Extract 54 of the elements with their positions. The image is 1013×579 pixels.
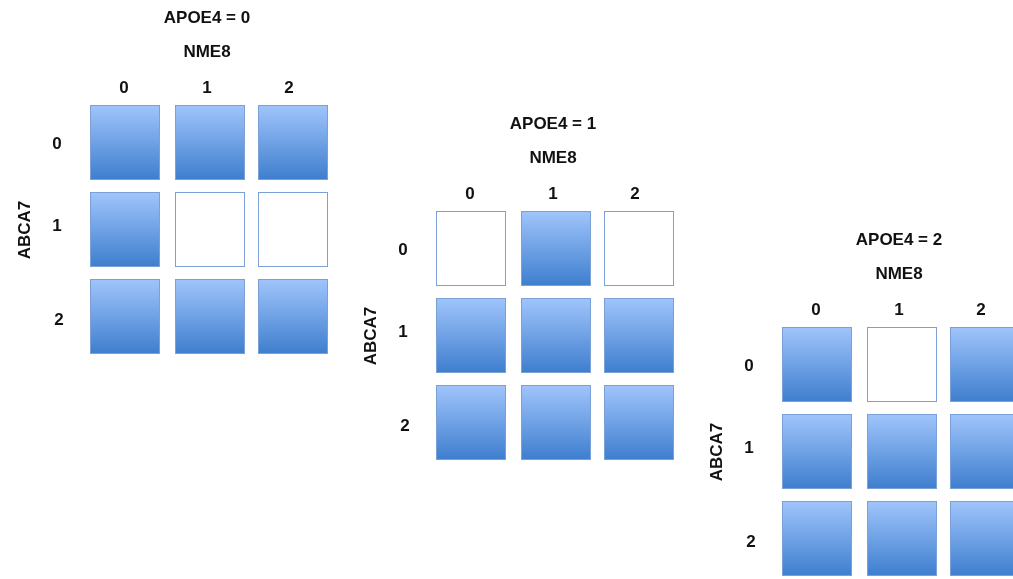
column-label: 2: [284, 78, 294, 98]
row-label: 0: [398, 240, 408, 260]
row-axis-title: ABCA7: [707, 422, 727, 482]
column-label: 1: [202, 78, 212, 98]
shaded-square: [867, 501, 937, 576]
row-label: 0: [744, 356, 754, 376]
empty-square: [175, 192, 245, 267]
shaded-square: [950, 501, 1013, 576]
column-label: 0: [465, 184, 475, 204]
empty-square: [258, 192, 328, 267]
row-label: 1: [52, 216, 62, 236]
row-axis-title: ABCA7: [361, 306, 381, 366]
shaded-square: [90, 105, 160, 180]
empty-square: [867, 327, 937, 402]
shaded-square: [175, 105, 245, 180]
shaded-square: [436, 385, 506, 460]
shaded-square: [604, 298, 674, 373]
shaded-square: [521, 385, 591, 460]
column-label: 0: [811, 300, 821, 320]
shaded-square: [521, 211, 591, 286]
shaded-square: [175, 279, 245, 354]
empty-square: [604, 211, 674, 286]
shaded-square: [950, 414, 1013, 489]
column-label: 1: [548, 184, 558, 204]
column-axis-title: NME8: [875, 264, 923, 284]
row-label: 2: [400, 416, 410, 436]
column-axis-title: NME8: [529, 148, 577, 168]
shaded-square: [782, 327, 852, 402]
shaded-square: [90, 279, 160, 354]
grid-title: APOE4 = 2: [855, 230, 943, 250]
empty-square: [436, 211, 506, 286]
row-axis-title: ABCA7: [15, 200, 35, 260]
shaded-square: [436, 298, 506, 373]
shaded-square: [867, 414, 937, 489]
shaded-square: [258, 279, 328, 354]
shaded-square: [950, 327, 1013, 402]
row-label: 0: [52, 134, 62, 154]
grid-title: APOE4 = 0: [163, 8, 251, 28]
column-axis-title: NME8: [183, 42, 231, 62]
shaded-square: [782, 414, 852, 489]
row-label: 2: [746, 532, 756, 552]
column-label: 1: [894, 300, 904, 320]
shaded-square: [90, 192, 160, 267]
column-label: 2: [630, 184, 640, 204]
row-label: 2: [54, 310, 64, 330]
row-label: 1: [398, 322, 408, 342]
grid-title: APOE4 = 1: [509, 114, 597, 134]
shaded-square: [521, 298, 591, 373]
column-label: 0: [119, 78, 129, 98]
row-label: 1: [744, 438, 754, 458]
shaded-square: [258, 105, 328, 180]
shaded-square: [604, 385, 674, 460]
column-label: 2: [976, 300, 986, 320]
shaded-square: [782, 501, 852, 576]
